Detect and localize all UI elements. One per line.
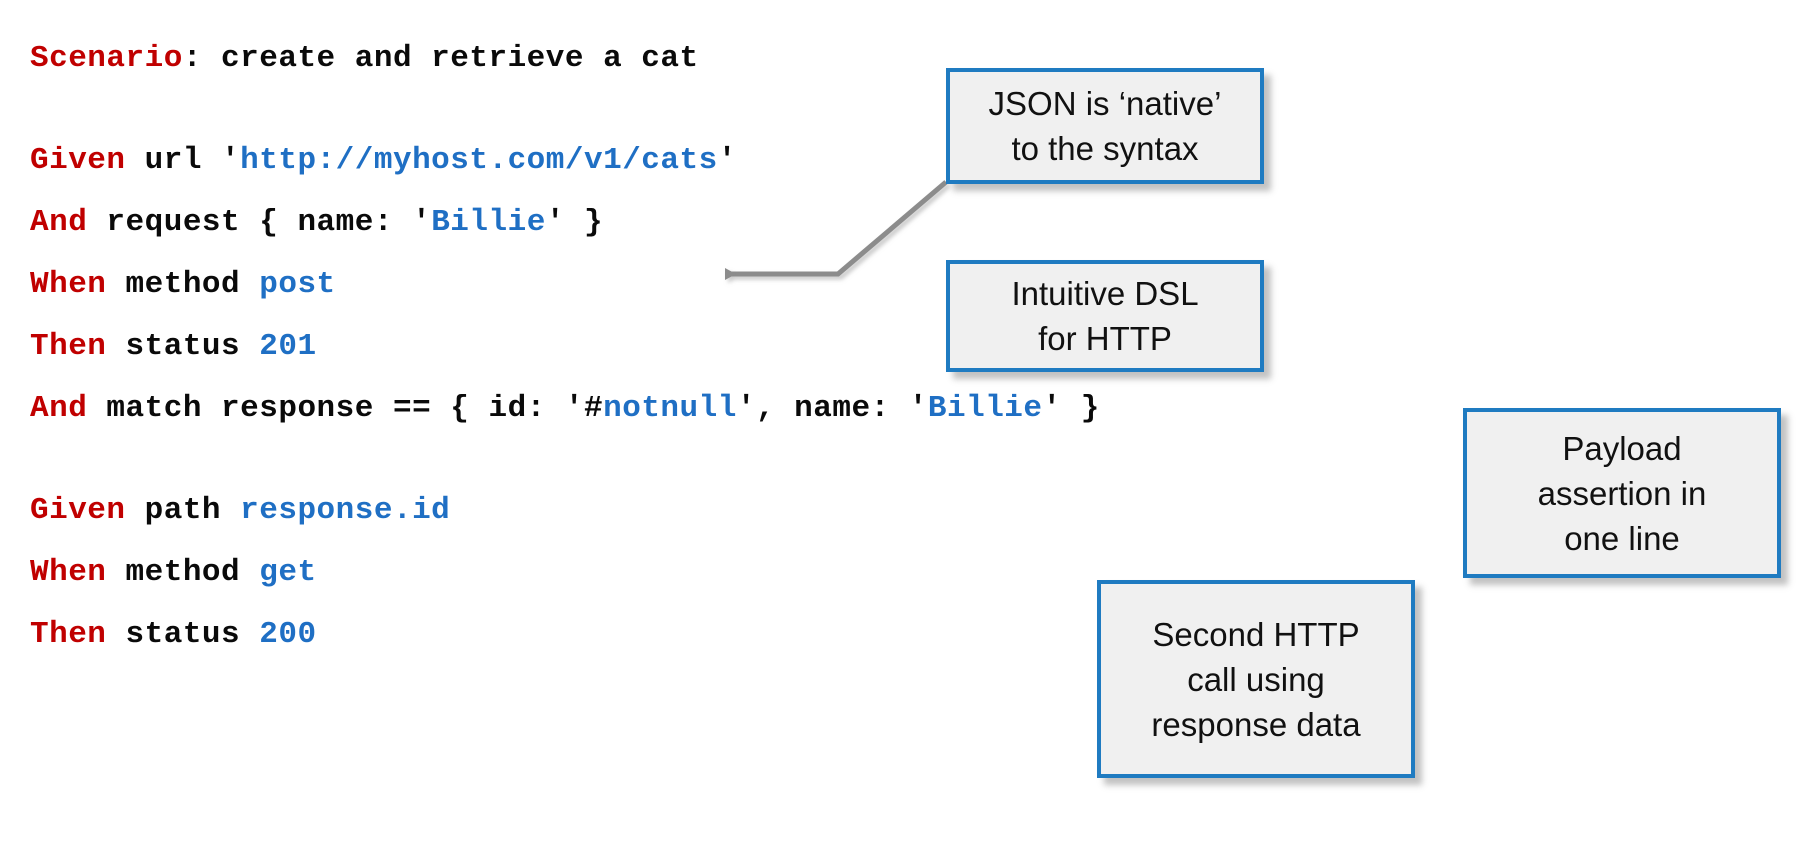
callout-second-http: Second HTTP call using response data: [1097, 580, 1415, 778]
line-scenario: Scenario: create and retrieve a cat: [30, 28, 1150, 90]
line-scenario-token-0: Scenario: [30, 41, 183, 76]
line-when-get-token-1: method: [106, 555, 260, 590]
line-then-200: Then status 200: [30, 604, 1150, 666]
line-given-url-token-3: http://myhost.com/v1/cats: [240, 143, 718, 178]
line-and-match-token-8: ': [1042, 391, 1062, 426]
line-and-match-token-3: notnull: [603, 391, 737, 426]
line-when-post: When method post: [30, 254, 1150, 316]
line-when-get-token-0: When: [30, 555, 107, 590]
line-when-post-token-1: method: [106, 267, 260, 302]
line-then-201-token-0: Then: [30, 329, 107, 364]
line-when-post-token-0: When: [30, 267, 107, 302]
line-given-path-token-0: Given: [30, 493, 126, 528]
line-and-match-token-5: , name:: [755, 391, 909, 426]
line-scenario-token-1: : create and retrieve a cat: [182, 41, 699, 76]
line-and-request-token-3: Billie: [431, 205, 546, 240]
line-then-200-token-1: status: [106, 617, 260, 652]
line-given-url: Given url 'http://myhost.com/v1/cats': [30, 130, 1150, 192]
line-then-201-token-2: 201: [259, 329, 317, 364]
line-then-201-token-1: status: [106, 329, 260, 364]
line-blank-2: [30, 440, 1150, 480]
line-and-match-token-7: Billie: [927, 391, 1043, 426]
line-and-match: And match response == { id: '#notnull', …: [30, 378, 1150, 440]
line-then-200-token-2: 200: [259, 617, 317, 652]
line-given-path-token-1: path: [125, 493, 241, 528]
line-given-path-token-2: response.id: [240, 493, 451, 528]
line-when-get: When method get: [30, 542, 1150, 604]
callout-payload-assertion: Payload assertion in one line: [1463, 408, 1781, 578]
gherkin-code-block: Scenario: create and retrieve a cat Give…: [30, 28, 1150, 666]
line-and-match-token-2: '#: [564, 391, 604, 426]
line-and-request-token-4: ': [545, 205, 565, 240]
line-and-request-token-2: ': [412, 205, 432, 240]
line-and-match-token-1: match response == { id:: [87, 391, 565, 426]
line-and-match-token-0: And: [30, 391, 88, 426]
line-when-get-token-2: get: [259, 555, 317, 590]
line-given-url-token-2: ': [221, 143, 241, 178]
line-and-request: And request { name: 'Billie' }: [30, 192, 1150, 254]
line-and-request-token-0: And: [30, 205, 88, 240]
line-and-match-token-6: ': [908, 391, 928, 426]
line-when-post-token-2: post: [259, 267, 336, 302]
callout-json-native: JSON is ‘native’ to the syntax: [946, 68, 1264, 184]
line-and-match-token-4: ': [736, 391, 756, 426]
line-given-path: Given path response.id: [30, 480, 1150, 542]
line-and-request-token-5: }: [564, 205, 604, 240]
line-given-url-token-4: ': [717, 143, 737, 178]
line-then-200-token-0: Then: [30, 617, 107, 652]
line-given-url-token-1: url: [125, 143, 222, 178]
line-given-url-token-0: Given: [30, 143, 126, 178]
line-then-201: Then status 201: [30, 316, 1150, 378]
line-and-match-token-9: }: [1061, 391, 1100, 426]
line-and-request-token-1: request { name:: [87, 205, 413, 240]
callout-intuitive-dsl: Intuitive DSL for HTTP: [946, 260, 1264, 372]
